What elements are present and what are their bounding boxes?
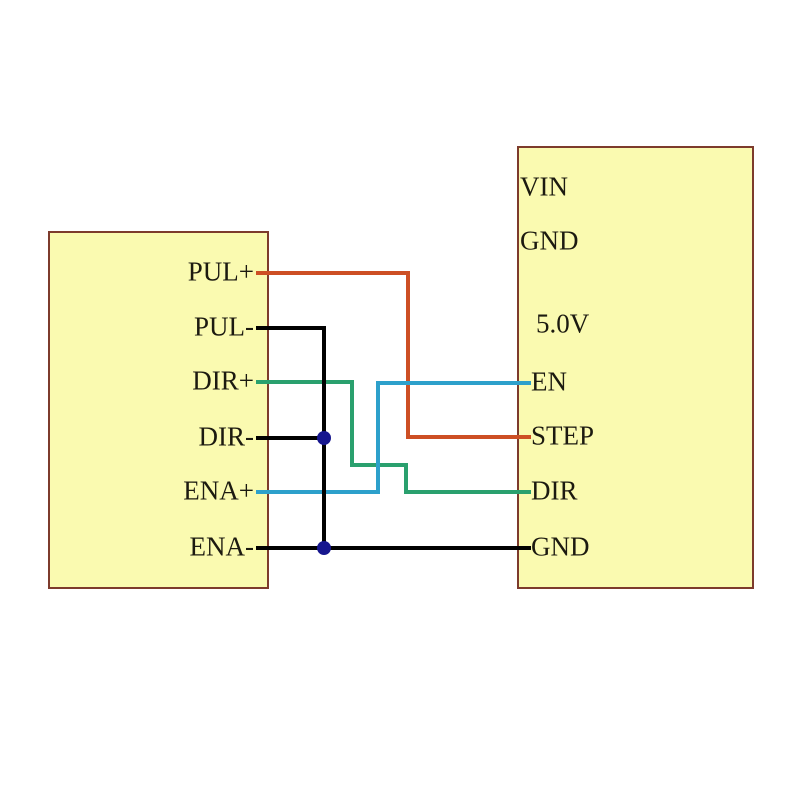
pin-label-ena-plus: ENA+ [183,475,254,506]
wire-minus-bus-to-gnd [256,326,531,550]
junction-dot-ena-minus [317,541,331,555]
pin-label-pul-minus: PUL- [194,311,254,342]
pin-label-gnd-top: GND [520,225,579,256]
pin-label-5v: 5.0V [536,308,590,339]
wire-pul-plus-to-step [256,271,531,439]
pin-label-vin: VIN [520,171,568,202]
driver-box [48,231,269,589]
pin-label-dir-plus: DIR+ [192,365,254,396]
pin-label-gnd-bottom: GND [531,531,590,562]
junction-dot-dir-minus [317,431,331,445]
pin-label-ena-minus: ENA- [189,531,254,562]
pin-label-en: EN [531,366,567,397]
pin-label-pul-plus: PUL+ [187,256,254,287]
pin-label-dir: DIR [531,475,578,506]
wire-ena-plus-to-en [256,381,531,494]
pin-label-dir-minus: DIR- [198,421,255,452]
controller-box [517,146,754,589]
pin-label-step: STEP [531,420,595,451]
